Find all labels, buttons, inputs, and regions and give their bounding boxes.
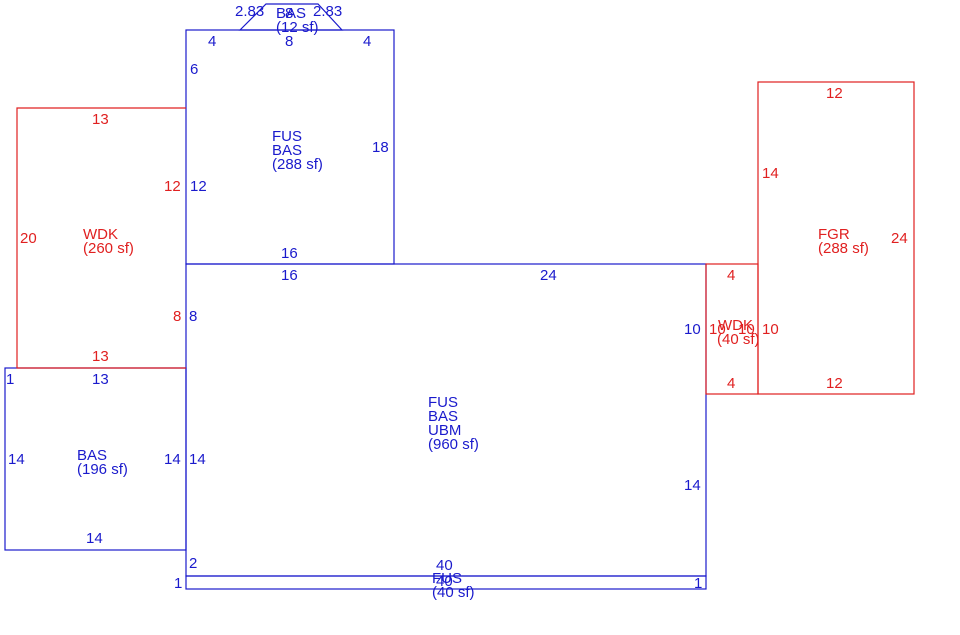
dim-upper-left-6: 6 <box>190 61 198 78</box>
upper-area: (288 sf) <box>272 156 323 173</box>
main-label-2: BAS <box>428 408 458 425</box>
bottom-strip-label: FUS <box>432 570 462 587</box>
dim-upper-top-right: 4 <box>363 33 371 50</box>
dim-deck-right-8: 8 <box>173 308 181 325</box>
dim-upper-bottom: 16 <box>281 245 298 262</box>
dim-bas-right: 14 <box>164 451 181 468</box>
dim-strip-right: 1 <box>694 575 702 592</box>
dim-bas-top: 13 <box>92 371 109 388</box>
dim-main-right-14: 14 <box>684 477 701 494</box>
dim-bump-8: 8 <box>285 5 293 22</box>
dim-main-top-24: 24 <box>540 267 557 284</box>
dim-sdeck-bottom: 4 <box>727 375 735 392</box>
dim-main-top-16: 16 <box>281 267 298 284</box>
upper-label-1: FUS <box>272 128 302 145</box>
dim-gar-side: 10 <box>762 321 779 338</box>
dim-gar-left: 14 <box>762 165 779 182</box>
left-deck-outline <box>16 107 186 369</box>
dim-gar-right: 24 <box>891 230 908 247</box>
dim-bas-left: 14 <box>8 451 25 468</box>
dim-sdeck-right: 10 <box>738 321 755 338</box>
dim-main-left-2: 2 <box>189 555 197 572</box>
left-deck-label: WDK <box>83 226 118 243</box>
left-deck-area: (260 sf) <box>83 240 134 257</box>
dim-upper-left-12: 12 <box>190 178 207 195</box>
dim-bump-right: 2.83 <box>313 3 342 20</box>
dim-bas-left-1: 1 <box>6 371 14 388</box>
dim-deck-left: 20 <box>20 230 37 247</box>
small-deck-label: WDK <box>718 317 753 334</box>
dim-gar-top: 12 <box>826 85 843 102</box>
left-bas-area: (196 sf) <box>77 461 128 478</box>
dim-deck-right-12: 12 <box>164 178 181 195</box>
dim-sdeck-top: 4 <box>727 267 735 284</box>
dim-deck-top: 13 <box>92 111 109 128</box>
bottom-strip-area: (40 sf) <box>432 584 475 601</box>
dim-upper-top-left: 4 <box>208 33 216 50</box>
main-label-1: FUS <box>428 394 458 411</box>
dim-upper-top-mid: 8 <box>285 33 293 50</box>
dim-strip-left: 1 <box>174 575 182 592</box>
dim-main-bottom: 40 <box>436 557 453 574</box>
dim-main-right-10: 10 <box>684 321 701 338</box>
top-bump-area: (12 sf) <box>276 19 319 36</box>
dim-upper-right: 18 <box>372 139 389 156</box>
garage-area: (288 sf) <box>818 240 869 257</box>
upper-label-2: BAS <box>272 142 302 159</box>
dim-strip-bottom: 40 <box>436 573 453 590</box>
garage-outline <box>757 81 915 395</box>
garage-label: FGR <box>818 226 850 243</box>
dim-sdeck-left: 10 <box>709 321 726 338</box>
bottom-strip-outline <box>185 575 707 590</box>
dim-gar-bottom: 12 <box>826 375 843 392</box>
left-bas-label: BAS <box>77 447 107 464</box>
dim-main-left-8: 8 <box>189 308 197 325</box>
dim-bas-bottom: 14 <box>86 530 103 547</box>
dim-main-left-14: 14 <box>189 451 206 468</box>
main-area: (960 sf) <box>428 436 479 453</box>
dim-deck-bottom: 13 <box>92 348 109 365</box>
main-label-3: UBM <box>428 422 461 439</box>
top-bump-label: BAS <box>276 5 306 22</box>
dim-bump-left: 2.83 <box>235 3 264 20</box>
small-deck-area: (40 sf) <box>717 331 760 348</box>
